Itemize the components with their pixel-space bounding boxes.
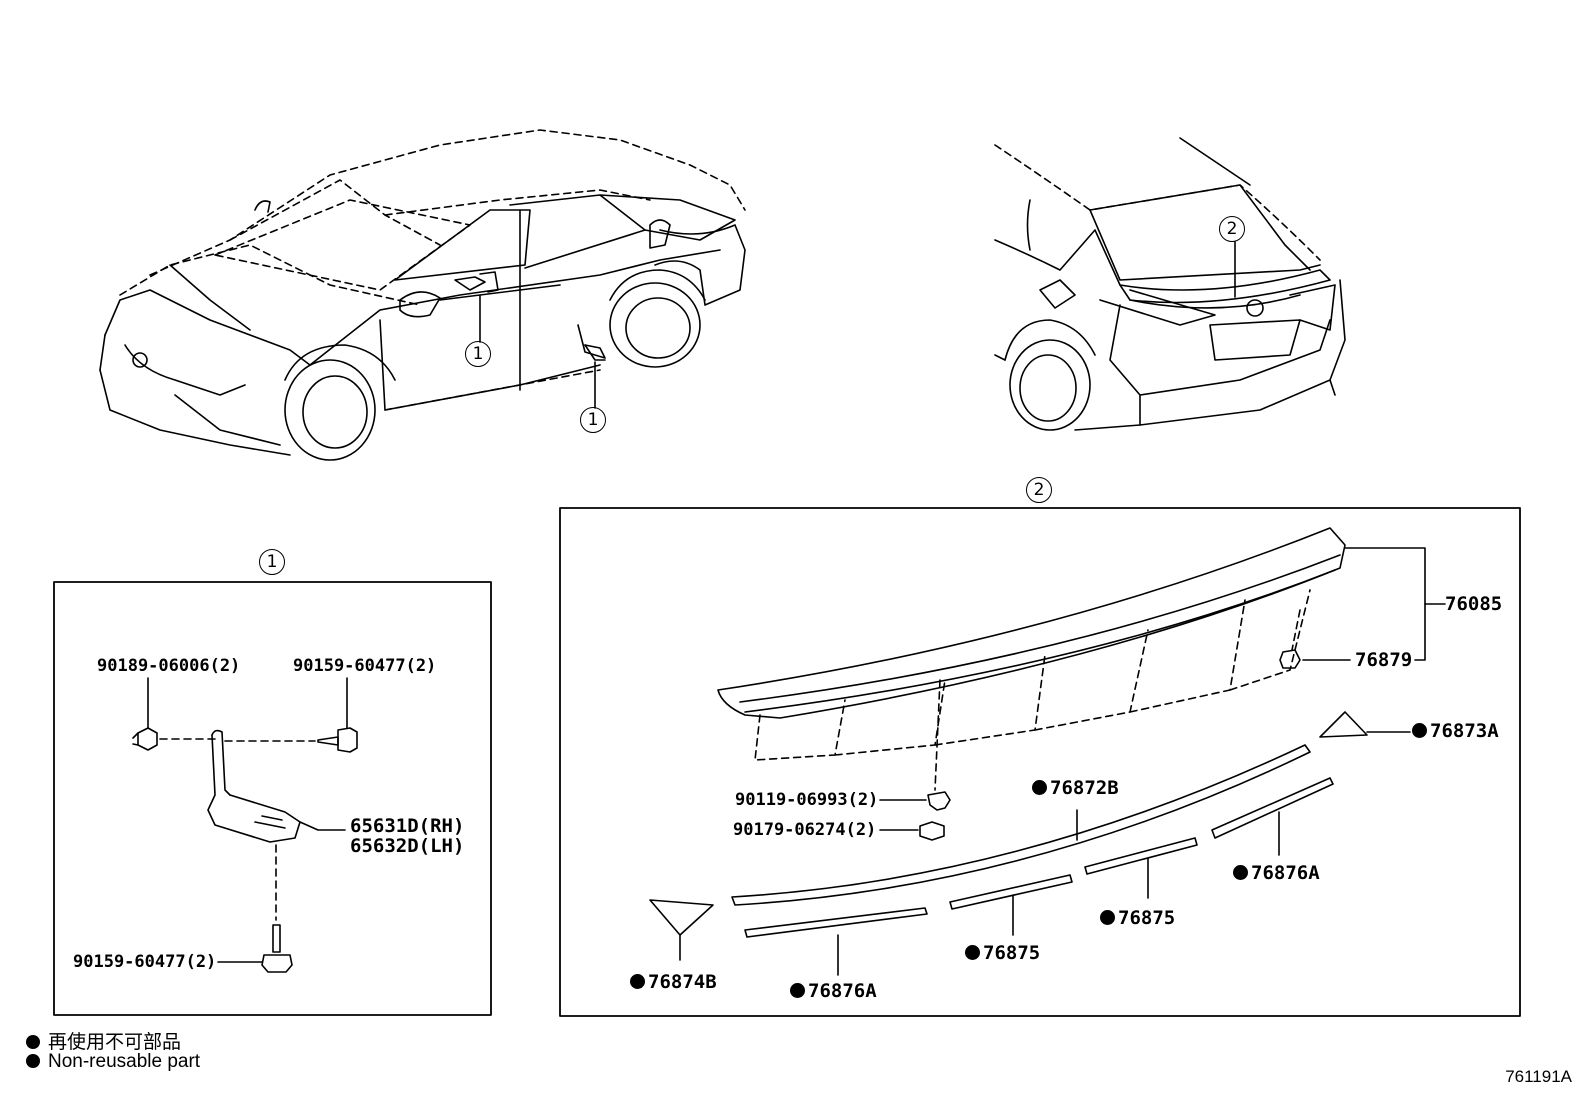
callout-1-box-title: 1 xyxy=(259,549,285,575)
part-label-90159-screw-bottom: 90159-60477(2) xyxy=(73,952,217,972)
part-label-76875-left: 76875 xyxy=(965,944,1040,963)
part-label-65632d-lh: 65632D(LH) xyxy=(350,835,465,857)
detail-1-parts xyxy=(132,677,358,973)
sedan-front-view xyxy=(99,129,746,461)
non-reusable-dot-icon xyxy=(790,983,805,998)
part-label-76875-right: 76875 xyxy=(1100,909,1175,928)
non-reusable-dot-icon xyxy=(1100,910,1115,925)
part-label-90189-clip: 90189-06006(2) xyxy=(97,656,241,676)
figure-code: 761191A xyxy=(1505,1067,1572,1086)
sedan-rear-view xyxy=(994,137,1346,431)
part-label-90119-clip: 90119-06993(2) xyxy=(735,790,879,810)
detail-box-2 xyxy=(559,507,1521,1017)
legend-en: Non-reusable part xyxy=(26,1051,200,1073)
part-label-65631d-rh: 65631D(RH) xyxy=(350,815,465,837)
part-label-76876a-right: 76876A xyxy=(1233,864,1320,883)
part-label-90159-screw-top: 90159-60477(2) xyxy=(293,656,437,676)
part-label-76876a-left: 76876A xyxy=(790,982,877,1001)
non-reusable-dot-icon xyxy=(1412,723,1427,738)
part-label-90179-nut: 90179-06274(2) xyxy=(733,820,877,840)
non-reusable-dot-icon xyxy=(1032,780,1047,795)
part-label-76879: 76879 xyxy=(1355,649,1413,671)
detail-2-parts xyxy=(649,527,1446,976)
callout-2-rear-spoiler: 2 xyxy=(1219,216,1245,242)
part-label-76873a: 76873A xyxy=(1412,722,1499,741)
callout-1-front-bracket: 1 xyxy=(465,341,491,367)
callout-1-rocker-bracket: 1 xyxy=(580,407,606,433)
non-reusable-dot-icon xyxy=(1233,865,1248,880)
non-reusable-dot-icon xyxy=(965,945,980,960)
detail-box-1 xyxy=(53,581,492,1016)
non-reusable-dot-icon xyxy=(630,974,645,989)
part-label-76872b: 76872B xyxy=(1032,779,1119,798)
part-label-76085: 76085 xyxy=(1445,593,1503,615)
non-reusable-dot-icon xyxy=(26,1054,40,1068)
part-label-76874b: 76874B xyxy=(630,973,717,992)
non-reusable-dot-icon xyxy=(26,1035,40,1049)
legend-jp: 再使用不可部品 xyxy=(26,1027,181,1054)
callout-2-box-title: 2 xyxy=(1026,477,1052,503)
